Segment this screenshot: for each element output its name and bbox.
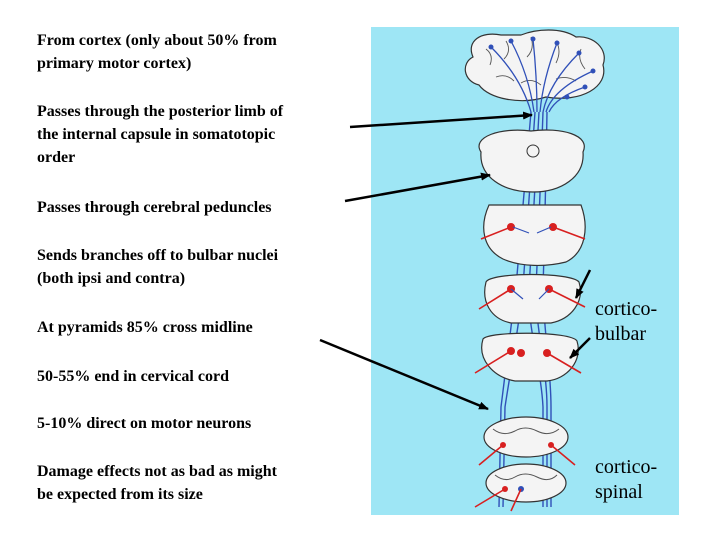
spinal-cord-section [474, 463, 567, 512]
cortex-section [464, 29, 605, 113]
arrow-corticobulbar-lower [569, 337, 591, 359]
statement-cervical-cord: 50-55% end in cervical cord [37, 368, 229, 385]
statement-bulbar-branches: Sends branches off to bulbar nuclei (bot… [37, 247, 279, 287]
statement-pyramids-cross: At pyramids 85% cross midline [37, 319, 253, 336]
statement-internal-capsule: Passes through the posterior limb of the… [37, 103, 284, 166]
lower-medulla-section [474, 332, 582, 382]
midbrain-section [478, 129, 585, 193]
statement-direct-motor-neurons: 5-10% direct on motor neurons [37, 415, 252, 432]
pons-section [480, 204, 586, 267]
corticospinal-tract-illustration [371, 27, 679, 515]
arrow-cerebral-peduncles [344, 172, 491, 203]
label-corticospinal: cortico- spinal [595, 456, 658, 503]
arrow-corticobulbar [574, 269, 592, 299]
statement-damage-effects: Damage effects not as bad as might be ex… [37, 463, 277, 503]
arrow-pyramids [319, 338, 489, 411]
statement-cerebral-peduncles: Passes through cerebral peduncles [37, 199, 272, 216]
label-corticobulbar: cortico- bulbar [595, 298, 658, 345]
arrow-internal-capsule [349, 111, 533, 129]
statement-origin-cortex: From cortex (only about 50% from primary… [37, 32, 277, 72]
cervical-cord-section [478, 416, 576, 466]
upper-medulla-section [478, 273, 586, 324]
